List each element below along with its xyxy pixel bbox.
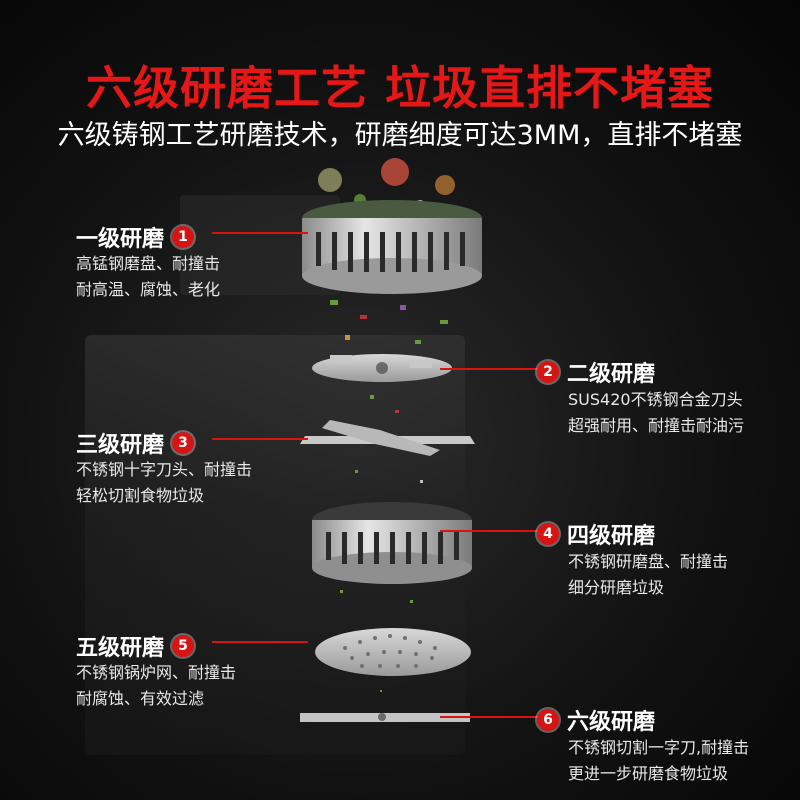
stage3-cross-blade <box>300 420 475 456</box>
stage3-pointer-line <box>212 438 308 440</box>
stage3-title: 三级研磨 <box>76 433 165 458</box>
stage5-perforated-plate <box>315 628 471 676</box>
stage2-disc <box>312 354 452 382</box>
stage1-desc-line2: 耐高温、腐蚀、老化 <box>76 280 221 299</box>
stage1-label: 一级研磨 1 <box>76 221 195 253</box>
stage4-pointer-line <box>440 530 538 532</box>
stage5-number-badge: 5 <box>172 635 195 657</box>
stage1-description: 高锰钢磨盘、耐撞击 耐高温、腐蚀、老化 <box>76 251 220 303</box>
stage6-label: 6 六级研磨 <box>537 704 655 736</box>
stage4-description: 不锈钢研磨盘、耐撞击 细分研磨垃圾 <box>568 549 728 601</box>
stage4-desc-line1: 不锈钢研磨盘、耐撞击 <box>568 552 729 571</box>
stage6-description: 不锈钢切割一字刀,耐撞击 更进一步研磨食物垃圾 <box>568 735 749 787</box>
stage4-label: 4 四级研磨 <box>537 518 655 550</box>
stage1-drum <box>302 200 482 294</box>
stage2-desc-line1: SUS420不锈钢合金刀头 <box>568 390 743 409</box>
stage1-number-badge: 1 <box>172 226 195 248</box>
stage4-title: 四级研磨 <box>567 524 656 549</box>
stage1-title: 一级研磨 <box>76 227 165 252</box>
stage6-desc-line2: 更进一步研磨食物垃圾 <box>568 764 729 783</box>
stage3-desc-line1: 不锈钢十字刀头、耐撞击 <box>76 460 253 479</box>
stage2-pointer-line <box>440 368 538 370</box>
stage5-description: 不锈钢锅炉网、耐撞击 耐腐蚀、有效过滤 <box>76 660 236 712</box>
stage6-number-badge: 6 <box>537 709 559 731</box>
stage2-title: 二级研磨 <box>567 362 656 387</box>
stage5-desc-line1: 不锈钢锅炉网、耐撞击 <box>76 663 237 682</box>
stage4-number-badge: 4 <box>537 523 559 545</box>
stage5-desc-line2: 耐腐蚀、有效过滤 <box>76 689 205 708</box>
stage6-desc-line1: 不锈钢切割一字刀,耐撞击 <box>568 738 750 757</box>
stage4-ring <box>312 502 472 584</box>
stage6-title: 六级研磨 <box>567 710 656 735</box>
stage5-label: 五级研磨 5 <box>76 630 195 662</box>
stage6-pointer-line <box>440 716 538 718</box>
stage2-number-badge: 2 <box>537 361 559 383</box>
stage1-pointer-line <box>212 232 308 234</box>
stage6-blade <box>300 713 470 722</box>
stage5-pointer-line <box>212 641 308 643</box>
stage4-desc-line2: 细分研磨垃圾 <box>568 578 665 597</box>
stage2-desc-line2: 超强耐用、耐撞击耐油污 <box>568 416 745 435</box>
stage3-label: 三级研磨 3 <box>76 427 195 459</box>
stage5-title: 五级研磨 <box>76 636 165 661</box>
food-debris <box>318 158 455 692</box>
stage3-number-badge: 3 <box>172 432 195 454</box>
stage3-description: 不锈钢十字刀头、耐撞击 轻松切割食物垃圾 <box>76 457 252 509</box>
stage2-label: 2 二级研磨 <box>537 356 655 388</box>
stage1-desc-line1: 高锰钢磨盘、耐撞击 <box>76 254 221 273</box>
page-subtitle: 六级铸钢工艺研磨技术，研磨细度可达3MM，直排不堵塞 <box>57 120 743 151</box>
page-title: 六级研磨工艺 垃圾直排不堵塞 <box>85 61 714 115</box>
stage2-description: SUS420不锈钢合金刀头 超强耐用、耐撞击耐油污 <box>568 387 744 439</box>
stage3-desc-line2: 轻松切割食物垃圾 <box>76 486 205 505</box>
